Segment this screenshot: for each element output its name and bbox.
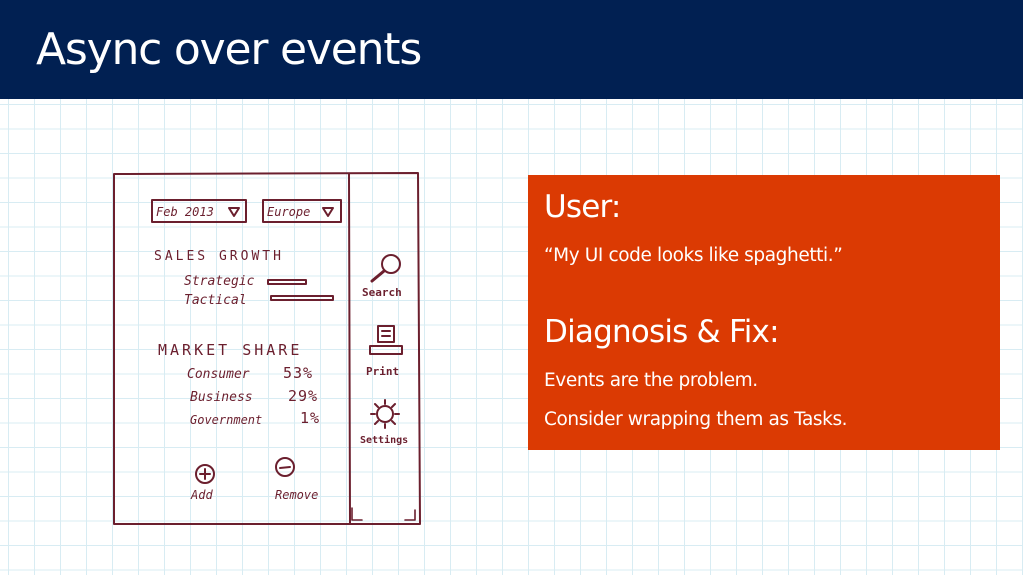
fix-heading: Diagnosis & Fix: (544, 314, 780, 350)
slide-title: Async over events (36, 24, 422, 75)
chevron-down-icon (322, 207, 334, 217)
ui-sketch: Feb 2013 Europe SALES GROWTH Strategic T… (108, 168, 428, 530)
sales-item-tactical: Tactical (184, 293, 247, 308)
search-icon (381, 254, 401, 274)
sales-item-strategic: Strategic (184, 274, 255, 289)
add-button[interactable]: Add (191, 488, 213, 502)
user-heading: User: (544, 189, 621, 225)
print-button[interactable]: Print (366, 365, 400, 378)
settings-button[interactable]: Settings (360, 435, 409, 446)
minus-icon (275, 457, 295, 477)
plus-icon (195, 464, 215, 484)
print-icon (369, 325, 403, 355)
dropdown-region[interactable]: Europe (267, 205, 311, 219)
fix-line-1: Events are the problem. (544, 370, 758, 391)
callout-panel: User: “My UI code looks like spaghetti.”… (528, 175, 1000, 450)
dropdown-date[interactable]: Feb 2013 (156, 205, 214, 219)
title-bar: Async over events (0, 0, 1023, 99)
gear-icon (370, 399, 400, 429)
sketch-frame (113, 172, 421, 525)
market-row-label: Business (190, 390, 253, 405)
market-share-heading: MARKET SHARE (158, 341, 303, 359)
user-quote: “My UI code looks like spaghetti.” (544, 245, 843, 266)
sales-growth-heading: SALES GROWTH (154, 249, 284, 264)
market-row-value: 53% (283, 364, 314, 382)
market-row-value: 29% (288, 387, 319, 405)
fix-line-2: Consider wrapping them as Tasks. (544, 409, 848, 430)
search-button[interactable]: Search (362, 286, 402, 299)
market-row-label: Government (190, 413, 263, 427)
chevron-down-icon (228, 207, 240, 217)
remove-button[interactable]: Remove (275, 488, 319, 502)
market-row-value: 1% (300, 409, 321, 427)
market-row-label: Consumer (187, 367, 250, 382)
